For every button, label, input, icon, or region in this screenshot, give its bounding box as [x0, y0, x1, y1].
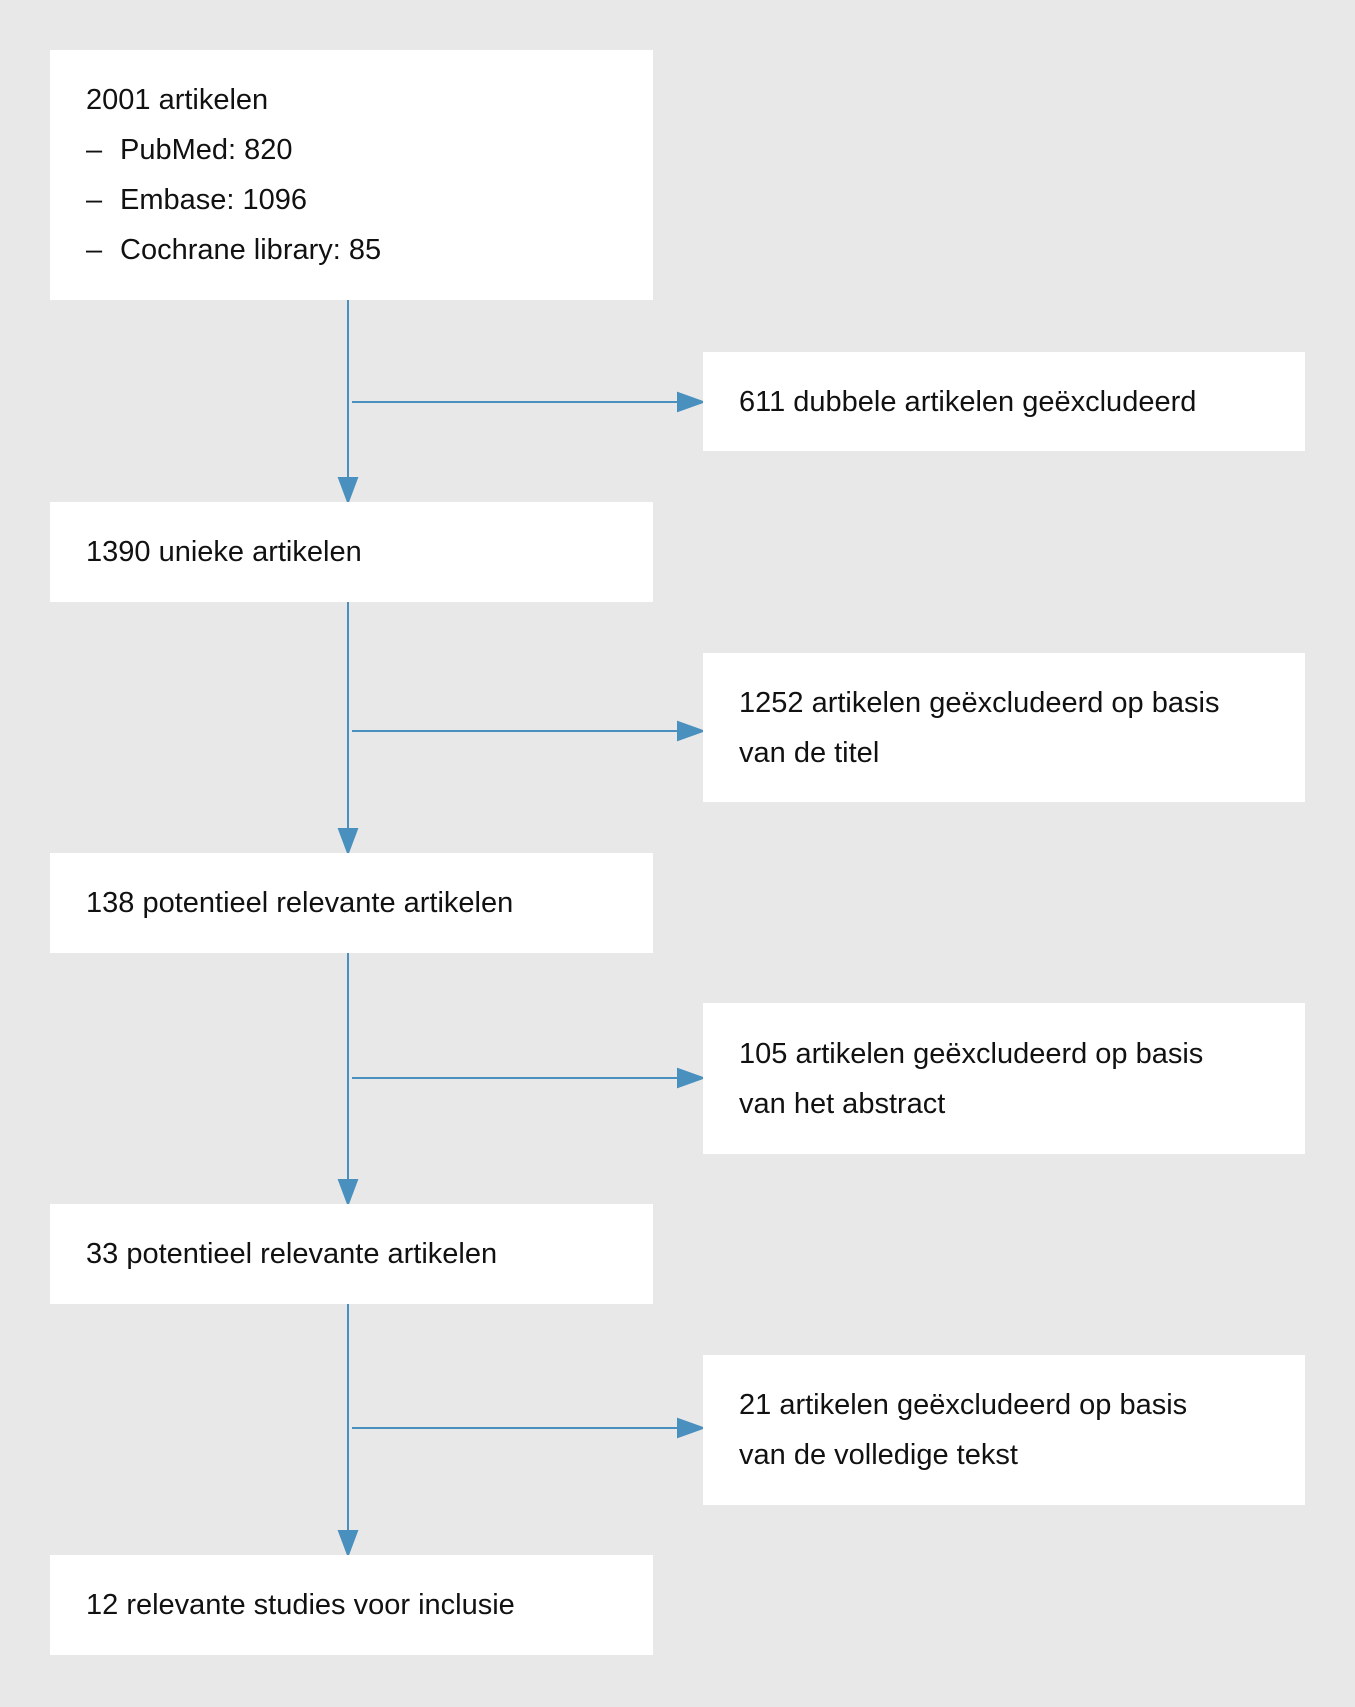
step-label: 1390 unieke artikelen	[86, 536, 362, 568]
exclusion-label: van de volledige tekst	[739, 1439, 1018, 1471]
step-box-included: 12 relevante studies voor inclusie	[50, 1555, 653, 1655]
arrow-head	[337, 1530, 359, 1558]
exclusion-box-title: 1252 artikelen geëxcludeerd op basis van …	[703, 653, 1305, 802]
arrow-head	[677, 1417, 706, 1439]
exclusion-label: van het abstract	[739, 1087, 946, 1120]
exclusion-label: 1252 artikelen geëxcludeerd op basis	[739, 686, 1220, 719]
arrow-head	[677, 391, 706, 413]
step-label: 138 potentieel relevante artikelen	[86, 887, 514, 919]
bullet-dash: –	[86, 184, 103, 216]
source-cochrane: Cochrane library: 85	[120, 234, 382, 266]
exclusion-label: 21 artikelen geëxcludeerd op basis	[739, 1389, 1188, 1421]
arrow-head	[337, 828, 359, 856]
exclusion-box-abstract: 105 artikelen geëxcludeerd op basis van h…	[703, 1003, 1305, 1154]
arrow-head	[337, 1179, 359, 1207]
step-box-title-screen: 138 potentieel relevante artikelen	[50, 853, 653, 953]
step-label: 12 relevante studies voor inclusie	[86, 1589, 515, 1621]
start-box: 2001 artikelen –PubMed: 820 –Embase: 109…	[50, 50, 653, 300]
exclusion-label: 105 artikelen geëxcludeerd op basis	[739, 1037, 1204, 1070]
step-box-unique: 1390 unieke artikelen	[50, 502, 653, 602]
step-box-abstract-screen: 33 potentieel relevante artikelen	[50, 1204, 653, 1304]
exclusion-label: van de titel	[739, 736, 880, 769]
arrow-head	[337, 477, 359, 505]
bullet-dash: –	[86, 234, 103, 266]
arrow-head	[677, 720, 706, 742]
arrow-head	[677, 1067, 706, 1089]
exclusion-label: 611 dubbele artikelen geëxcludeerd	[739, 385, 1197, 418]
exclusion-box-duplicates: 611 dubbele artikelen geëxcludeerd	[703, 352, 1305, 451]
step-label: 33 potentieel relevante artikelen	[86, 1238, 498, 1270]
exclusion-box-fulltext: 21 artikelen geëxcludeerd op basis van de…	[703, 1355, 1305, 1505]
bullet-dash: –	[86, 134, 103, 166]
source-pubmed: PubMed: 820	[120, 134, 293, 166]
start-title: 2001 artikelen	[86, 84, 269, 116]
source-embase: Embase: 1096	[120, 184, 308, 216]
